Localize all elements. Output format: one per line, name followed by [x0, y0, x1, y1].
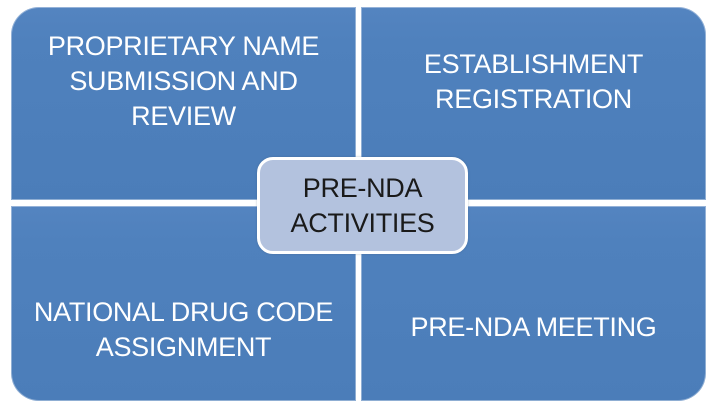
center-box-label: PRE-NDA ACTIVITIES	[290, 172, 435, 238]
quadrant-proprietary-name-submission-and-review: PROPRIETARY NAME SUBMISSION AND REVIEW	[11, 7, 356, 200]
center-box-pre-nda-activities: PRE-NDA ACTIVITIES	[257, 157, 468, 254]
quadrant-label: PROPRIETARY NAME SUBMISSION AND REVIEW	[47, 31, 320, 131]
quadrant-label: PRE-NDA MEETING	[410, 312, 657, 342]
quadrant-label: NATIONAL DRUG CODE ASSIGNMENT	[33, 296, 334, 362]
quadrant-label: ESTABLISHMENT REGISTRATION	[423, 48, 644, 114]
